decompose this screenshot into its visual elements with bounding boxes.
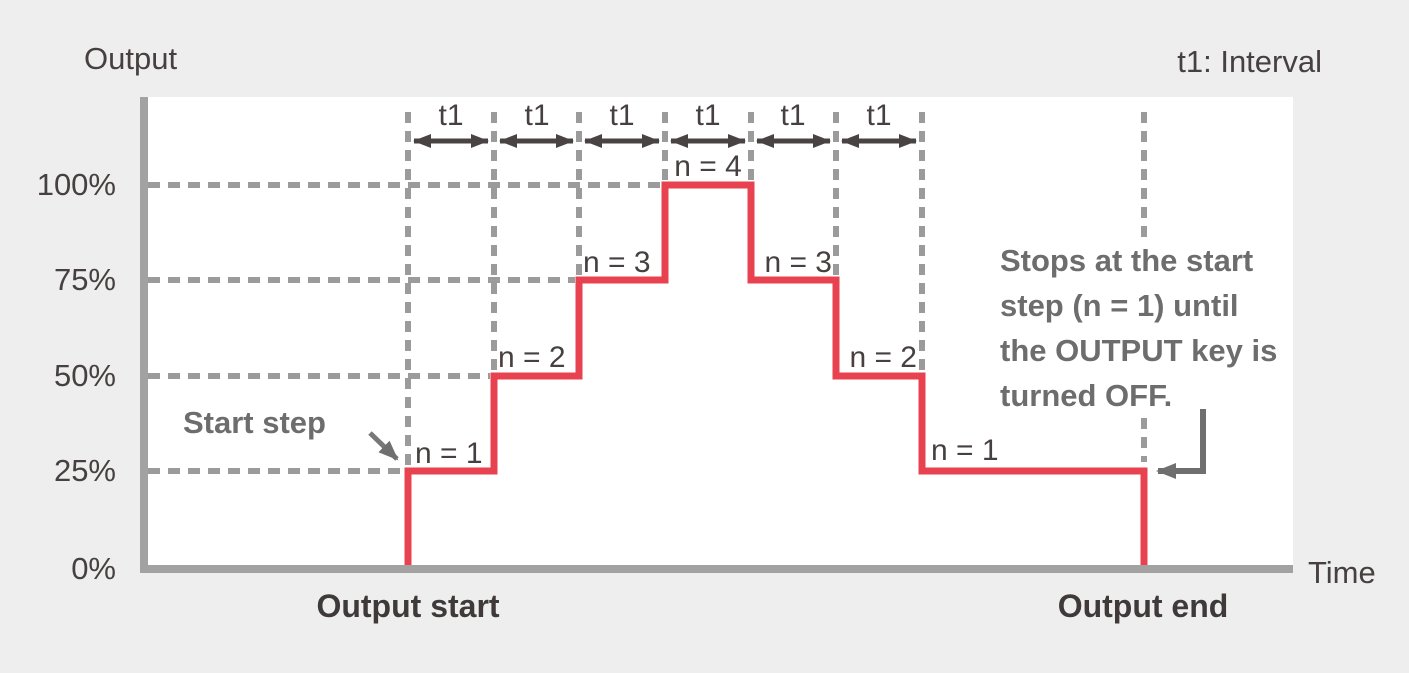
step-label-n1-right: n = 1 xyxy=(931,434,999,467)
legend-t1-interval: t1: Interval xyxy=(1177,44,1322,79)
axes xyxy=(140,97,1293,573)
y-tick-75: 75% xyxy=(53,262,116,297)
t1-label-4: t1 xyxy=(695,99,721,132)
stops-note-line-1: Stops at the start xyxy=(1000,243,1254,278)
interval-gridlines xyxy=(405,112,1147,468)
stops-note: Stops at the start step (n = 1) until th… xyxy=(1000,238,1277,418)
t1-label-6: t1 xyxy=(866,99,892,132)
x-axis-title: Time xyxy=(1308,555,1376,590)
step-label-n4: n = 4 xyxy=(674,150,742,183)
t1-label-3: t1 xyxy=(609,99,635,132)
level-gridlines xyxy=(148,182,661,474)
t1-label-5: t1 xyxy=(780,99,806,132)
step-label-n3-right: n = 3 xyxy=(764,246,832,279)
stops-note-line-2: step (n = 1) until xyxy=(1000,288,1239,323)
step-label-n2-right: n = 2 xyxy=(849,341,917,374)
t1-label-2: t1 xyxy=(524,99,550,132)
step-output-line xyxy=(404,181,1148,569)
y-tick-0: 0% xyxy=(71,551,116,586)
y-tick-25: 25% xyxy=(53,453,116,488)
t1-label-1: t1 xyxy=(438,99,464,132)
step-label-n3-left: n = 3 xyxy=(583,246,651,279)
stops-note-line-4: turned OFF. xyxy=(1000,378,1173,413)
step-label-n2-left: n = 2 xyxy=(498,341,566,374)
stops-note-line-3: the OUTPUT key is xyxy=(1000,333,1278,368)
start-step-annotation: Start step xyxy=(183,405,326,440)
y-axis-title: Output xyxy=(84,41,178,76)
y-tick-100: 100% xyxy=(36,167,116,202)
start-step-arrow xyxy=(368,431,399,461)
plot-area xyxy=(140,97,1293,573)
output-start-label: Output start xyxy=(316,588,500,624)
output-end-label: Output end xyxy=(1057,588,1229,624)
y-tick-50: 50% xyxy=(53,358,116,393)
note-elbow-arrow xyxy=(1156,409,1206,479)
step-label-n1-left: n = 1 xyxy=(415,437,483,470)
